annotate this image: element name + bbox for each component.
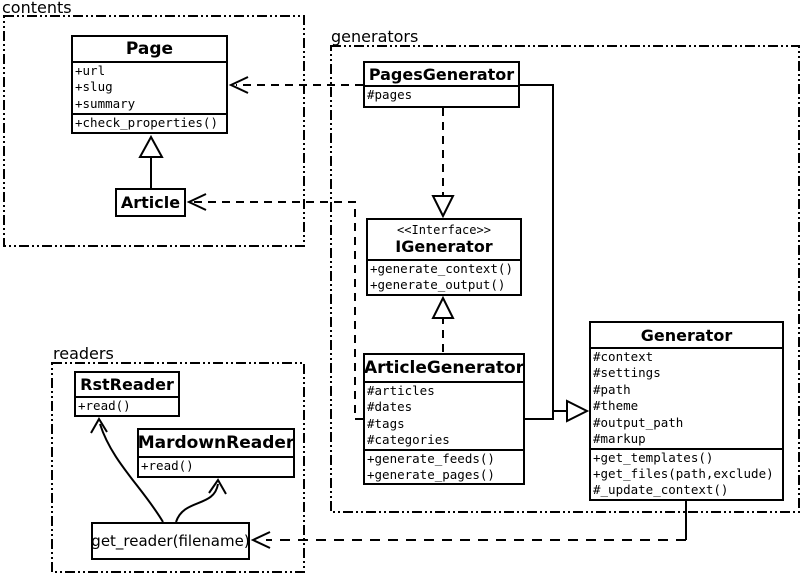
pagesgenerator-attributes-section: #pages [365,87,518,106]
class-method: +generate_output() [370,277,506,293]
interface-stereotype: <<Interface>> [397,223,491,237]
class-generator: Generator #context #settings #path #them… [589,321,784,501]
inheritance-arrowhead-page [138,134,164,158]
package-label-contents: contents [2,0,72,17]
realization-arrowhead-igenerator-bottom [431,295,455,319]
class-attribute: +url [75,63,106,78]
class-method: +check_properties() [75,115,218,130]
class-article: Article [115,188,186,217]
class-title-page: Page [125,38,174,59]
class-attribute: +slug [75,79,113,95]
curve-getreader-to-mardownreader [175,483,219,523]
class-method: +get_templates() [593,450,714,465]
articlegenerator-attributes-section: #articles #dates #tags #categories [365,383,523,449]
class-articlegenerator: ArticleGenerator #articles #dates #tags … [363,353,525,485]
class-page: Page +url +slug +summary +check_properti… [71,35,228,134]
class-method: +read() [141,458,194,473]
package-label-readers: readers [53,344,114,363]
dependency-line-articlegenerator-to-article [194,201,363,420]
class-title-generator: Generator [640,325,733,345]
dependency-arrowhead-page [228,76,249,94]
class-attribute: #dates [367,399,413,415]
class-attribute: #context [593,349,654,364]
class-attribute: +summary [75,95,136,111]
node-get-reader: get_reader(filename) [91,522,250,560]
realization-arrowhead-igenerator-top [431,195,455,219]
igenerator-methods-section: +generate_context() +generate_output() [368,261,520,294]
curve-arrowhead-mardownreader [208,478,227,495]
articlegenerator-methods-section: +generate_feeds() +generate_pages() [365,449,523,483]
inheritance-line-generators-to-generator [520,84,554,420]
mardownreader-methods-section: +read() [139,458,293,476]
class-title-igenerator: IGenerator [395,237,493,256]
class-attribute: #categories [367,432,450,448]
package-border-generators [330,45,800,513]
page-methods-section: +check_properties() [73,113,226,132]
class-attribute: #tags [367,415,405,431]
class-title-mardownreader: MardownReader [137,432,295,453]
class-method: +get_files(path,exclude) [593,466,774,482]
class-method: +generate_feeds() [367,451,495,466]
dependency-arrowhead-article [186,193,207,211]
class-title-articlegenerator: ArticleGenerator [363,357,525,378]
class-attribute: #theme [593,398,639,414]
class-title-article: Article [120,193,181,212]
generator-methods-section: +get_templates() +get_files(path,exclude… [591,448,782,499]
package-label-generators: generators [331,27,419,46]
class-title-pagesgenerator: PagesGenerator [368,64,515,84]
class-method: +read() [78,398,131,413]
class-attribute: #markup [593,431,646,447]
rstreader-methods-section: +read() [76,398,178,415]
class-title-rstreader: RstReader [80,375,174,394]
interface-igenerator: <<Interface>> IGenerator +generate_conte… [366,218,522,296]
class-pagesgenerator: PagesGenerator #pages [363,61,520,108]
page-attributes-section: +url +slug +summary [73,63,226,113]
class-mardownreader: MardownReader +read() [137,428,295,478]
curve-arrowhead-rstreader [90,417,108,434]
class-attribute: #settings [593,365,661,381]
generator-attributes-section: #context #settings #path #theme #output_… [591,349,782,448]
class-attribute: #output_path [593,414,684,430]
class-attribute: #articles [367,383,435,398]
class-attribute: #pages [367,87,413,102]
package-border-contents [3,15,305,247]
inheritance-arrowhead-generator [566,399,590,423]
class-method: +generate_pages() [367,467,495,483]
curve-getreader-to-rstreader [99,423,164,523]
class-attribute: #path [593,381,631,397]
class-method: +generate_context() [370,261,513,276]
class-rstreader: RstReader +read() [74,371,180,417]
get-reader-label: get_reader(filename) [91,532,250,550]
class-method: #_update_context() [593,482,729,498]
dependency-arrowhead-getreader [250,531,271,549]
